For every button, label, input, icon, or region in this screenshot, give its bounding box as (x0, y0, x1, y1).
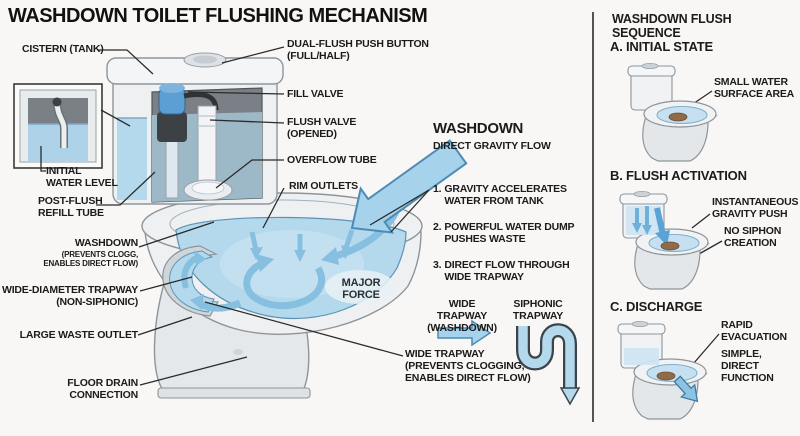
label-simple-direct-function: SIMPLE, DIRECT FUNCTION (721, 348, 774, 384)
sequence-toilet-discharge (617, 320, 707, 420)
flow-step-2-text: POWERFUL WATER DUMP PUSHES WASTE (444, 221, 575, 246)
flow-step-1: 1. GRAVITY ACCELERATES WATER FROM TANK (433, 183, 567, 207)
gravity-flow-arrow (350, 139, 468, 234)
label-dual-flush-button: DUAL-FLUSH PUSH BUTTON (FULL/HALF) (287, 38, 429, 62)
waste-blob (660, 241, 680, 251)
label-no-siphon-creation: NO SIPHON CREATION (724, 225, 782, 249)
label-washdown-callout-title: WASHDOWN (74, 237, 138, 249)
label-wide-diameter-trapway: WIDE-DIAMETER TRAPWAY (NON-SIPHONIC) (2, 284, 138, 308)
label-wide-trapway-note: WIDE TRAPWAY (PREVENTS CLOGGING, ENABLES… (405, 348, 531, 384)
tank-water-band (624, 348, 659, 365)
flow-subtitle: DIRECT GRAVITY FLOW (433, 140, 551, 152)
siphonic-trapway-icon (516, 323, 581, 406)
flush-valve (183, 105, 233, 201)
sequence-toilet-initial (627, 62, 717, 162)
label-large-waste-outlet: LARGE WASTE OUTLET (19, 329, 139, 341)
sequence-heading-a: A. INITIAL STATE (610, 39, 713, 54)
label-small-water-surface: SMALL WATER SURFACE AREA (714, 76, 795, 100)
label-washdown-callout-sub: (PREVENTS CLOGG, ENABLES DIRECT FLOW) (43, 250, 138, 269)
flow-step-2: 2. POWERFUL WATER DUMP PUSHES WASTE (433, 221, 575, 246)
toilet-tank (106, 52, 284, 205)
flow-title: WASHDOWN (433, 120, 524, 137)
label-flush-valve: FLUSH VALVE (OPENED) (287, 116, 357, 140)
label-rim-outlets: RIM OUTLETS (289, 180, 358, 192)
waste-blob (668, 112, 688, 122)
water-level-inset (13, 83, 103, 169)
label-wide-trapway: WIDE TRAPWAY (WASHDOWN) (427, 298, 497, 334)
flow-step-3-number: 3. (433, 259, 442, 271)
label-major-force: MAJOR FORCE (341, 277, 381, 302)
tank-water (117, 118, 147, 200)
flow-step-3: 3. DIRECT FLOW THROUGH WIDE TRAPWAY (433, 259, 570, 284)
bowl-flow-arrows (181, 210, 400, 312)
flow-step-1-text: GRAVITY ACCELERATES WATER FROM TANK (444, 183, 567, 208)
waste-blob (656, 371, 676, 381)
label-initial-water-level: INITIAL WATER LEVEL (46, 165, 118, 189)
flow-step-2-number: 2. (433, 221, 442, 233)
discharge-arrow (673, 375, 699, 403)
sequence-heading-c: C. DISCHARGE (610, 299, 703, 314)
main-toilet-illustration (106, 52, 468, 399)
sequence-heading-b: B. FLUSH ACTIVATION (610, 168, 747, 183)
sequence-title: WASHDOWN FLUSH SEQUENCE (612, 12, 732, 40)
sequence-toilet-flush (619, 190, 709, 290)
label-overflow-tube: OVERFLOW TUBE (287, 154, 377, 166)
label-rapid-evacuation: RAPID EVACUATION (721, 319, 787, 343)
major-force-highlight (325, 270, 395, 304)
label-siphonic-trapway: SIPHONIC TRAPWAY (512, 298, 564, 322)
label-cistern: CISTERN (TANK) (22, 43, 104, 55)
wide-trapway-arrow-icon (437, 319, 492, 347)
fill-valve (157, 83, 219, 199)
page-title: WASHDOWN TOILET FLUSHING MECHANISM (8, 5, 428, 27)
flow-step-3-text: DIRECT FLOW THROUGH WIDE TRAPWAY (444, 259, 570, 284)
label-instantaneous-gravity-push: INSTANTANEOUS GRAVITY PUSH (712, 196, 799, 220)
label-post-flush-refill-tube: POST-FLUSH REFILL TUBE (38, 195, 104, 219)
label-fill-valve: FILL VALVE (287, 88, 344, 100)
label-floor-drain-connection: FLOOR DRAIN CONNECTION (67, 377, 138, 401)
flow-step-1-number: 1. (433, 183, 442, 195)
